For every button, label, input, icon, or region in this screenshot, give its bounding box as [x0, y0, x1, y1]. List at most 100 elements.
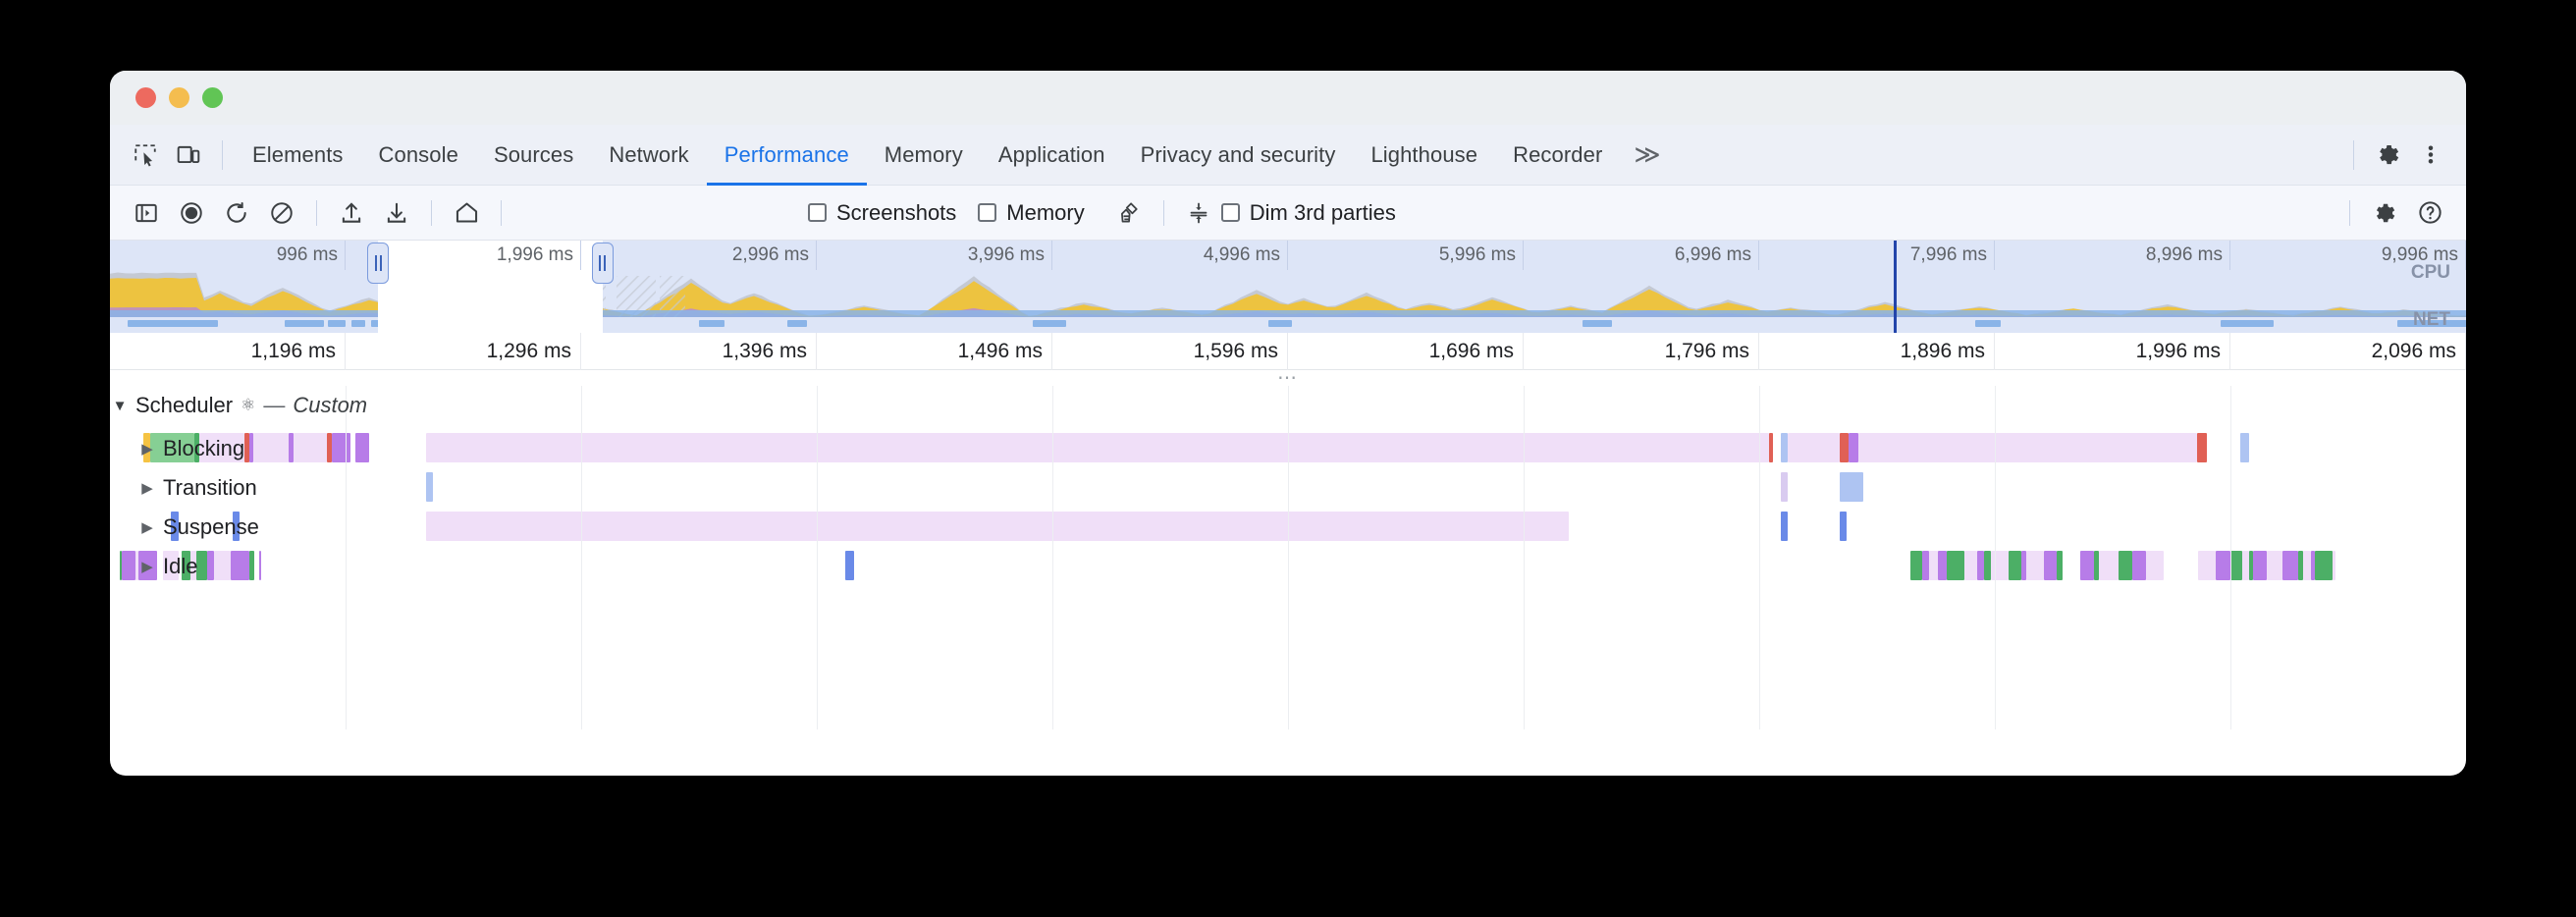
window-minimize-button[interactable]: [169, 87, 189, 108]
track-idle[interactable]: ▶ Idle: [110, 547, 197, 586]
flame-bar[interactable]: [2281, 551, 2299, 580]
flame-bar[interactable]: [135, 551, 139, 580]
tab-sources[interactable]: Sources: [493, 141, 574, 167]
flame-bar[interactable]: [1839, 472, 1863, 502]
flame-bar[interactable]: [2239, 433, 2250, 462]
home-button[interactable]: [444, 190, 489, 236]
flame-bar[interactable]: [1921, 551, 1930, 580]
tab-privacy-and-security[interactable]: Privacy and security: [1140, 141, 1336, 167]
flame-bar[interactable]: [195, 551, 208, 580]
flame-bar[interactable]: [142, 433, 150, 462]
overview-left-handle[interactable]: [367, 243, 390, 284]
flame-chart[interactable]: ▼ Scheduler ⚛ — Custom ▶ Blocking ▶ Tran…: [110, 386, 2466, 729]
flame-bar[interactable]: [119, 551, 123, 580]
flame-bar[interactable]: [253, 433, 290, 462]
flame-bar[interactable]: [2145, 551, 2165, 580]
flame-bar[interactable]: [2009, 551, 2022, 580]
track-transition[interactable]: ▶ Transition: [110, 468, 257, 508]
flame-bar[interactable]: [1857, 433, 2198, 462]
flame-bar[interactable]: [232, 512, 240, 541]
flame-bar[interactable]: [331, 433, 350, 462]
flame-bar[interactable]: [2132, 551, 2146, 580]
settings-gear-icon[interactable]: [2366, 134, 2409, 177]
flame-bar[interactable]: [2057, 551, 2064, 580]
flame-bar[interactable]: [1929, 551, 1939, 580]
flame-bar[interactable]: [1780, 512, 1788, 541]
flame-bar[interactable]: [2026, 551, 2045, 580]
track-blocking[interactable]: ▶ Blocking: [110, 429, 244, 468]
screenshots-checkbox[interactable]: Screenshots: [808, 200, 956, 226]
flame-bar[interactable]: [2216, 551, 2231, 580]
flame-bar[interactable]: [354, 433, 369, 462]
flame-bar[interactable]: [2241, 551, 2250, 580]
flame-bar[interactable]: [1938, 551, 1948, 580]
flame-bar[interactable]: [248, 433, 254, 462]
flame-bar[interactable]: [2333, 551, 2335, 580]
flame-bar[interactable]: [2303, 551, 2312, 580]
flame-bar[interactable]: [2267, 551, 2282, 580]
flame-bar[interactable]: [190, 551, 196, 580]
import-profile-button[interactable]: [329, 190, 374, 236]
flame-bar[interactable]: [249, 551, 254, 580]
flame-bar[interactable]: [294, 433, 327, 462]
flame-bar[interactable]: [207, 551, 214, 580]
flame-bar[interactable]: [171, 512, 179, 541]
collect-garbage-icon[interactable]: [1106, 190, 1152, 236]
collapse-expand-tracks-icon[interactable]: [1176, 190, 1221, 236]
tab-lighthouse[interactable]: Lighthouse: [1370, 141, 1478, 167]
tab-memory[interactable]: Memory: [884, 141, 963, 167]
track-row-blocking[interactable]: [110, 429, 2466, 468]
flame-bar[interactable]: [231, 551, 250, 580]
more-options-icon[interactable]: [2409, 134, 2452, 177]
inspect-element-icon[interactable]: [124, 134, 167, 177]
flame-bar[interactable]: [1787, 433, 1840, 462]
flame-bar[interactable]: [2118, 551, 2133, 580]
clear-button[interactable]: [259, 190, 304, 236]
flame-bar[interactable]: [1849, 433, 1858, 462]
flame-bar[interactable]: [199, 433, 244, 462]
flame-bar[interactable]: [2093, 551, 2099, 580]
reload-and-record-button[interactable]: [214, 190, 259, 236]
flame-bar[interactable]: [1780, 472, 1788, 502]
flame-bar[interactable]: [2230, 551, 2242, 580]
flame-bar[interactable]: [1964, 551, 1977, 580]
flame-bar[interactable]: [425, 472, 433, 502]
flame-bar[interactable]: [182, 551, 190, 580]
flame-bar[interactable]: [1984, 551, 1991, 580]
tab-application[interactable]: Application: [997, 141, 1105, 167]
overview-right-handle[interactable]: [591, 243, 614, 284]
export-profile-button[interactable]: [374, 190, 419, 236]
help-icon[interactable]: [2407, 190, 2452, 236]
flame-bar[interactable]: [2311, 551, 2316, 580]
flame-bar[interactable]: [2021, 551, 2027, 580]
tab-console[interactable]: Console: [378, 141, 458, 167]
record-button[interactable]: [169, 190, 214, 236]
dim-3rd-parties-checkbox[interactable]: Dim 3rd parties: [1220, 200, 1396, 226]
flame-bar[interactable]: [1909, 551, 1922, 580]
flame-bar[interactable]: [2080, 551, 2094, 580]
flame-bar[interactable]: [243, 433, 249, 462]
flame-bar[interactable]: [2249, 551, 2253, 580]
flame-bar[interactable]: [194, 433, 200, 462]
capture-settings-gear-icon[interactable]: [2362, 190, 2407, 236]
flame-bar[interactable]: [1990, 551, 2010, 580]
track-row-suspense[interactable]: [110, 508, 2466, 547]
track-row-idle[interactable]: [110, 547, 2466, 586]
flame-bar[interactable]: [2197, 433, 2207, 462]
flame-bar[interactable]: [326, 433, 332, 462]
flame-bar[interactable]: [2298, 551, 2304, 580]
window-close-button[interactable]: [135, 87, 156, 108]
more-tabs-icon[interactable]: ≫: [1634, 139, 1661, 169]
device-toolbar-icon[interactable]: [167, 134, 210, 177]
flame-bar[interactable]: [258, 551, 262, 580]
flame-bar[interactable]: [425, 512, 1569, 541]
tab-performance[interactable]: Performance: [707, 125, 867, 186]
tab-recorder[interactable]: Recorder: [1513, 141, 1603, 167]
overview-selection-window[interactable]: [378, 241, 603, 333]
track-group-scheduler[interactable]: ▼ Scheduler ⚛ — Custom: [110, 386, 368, 425]
memory-checkbox[interactable]: Memory: [978, 200, 1085, 226]
flame-bar[interactable]: [213, 551, 232, 580]
flame-bar[interactable]: [122, 551, 136, 580]
flame-bar[interactable]: [2197, 551, 2217, 580]
